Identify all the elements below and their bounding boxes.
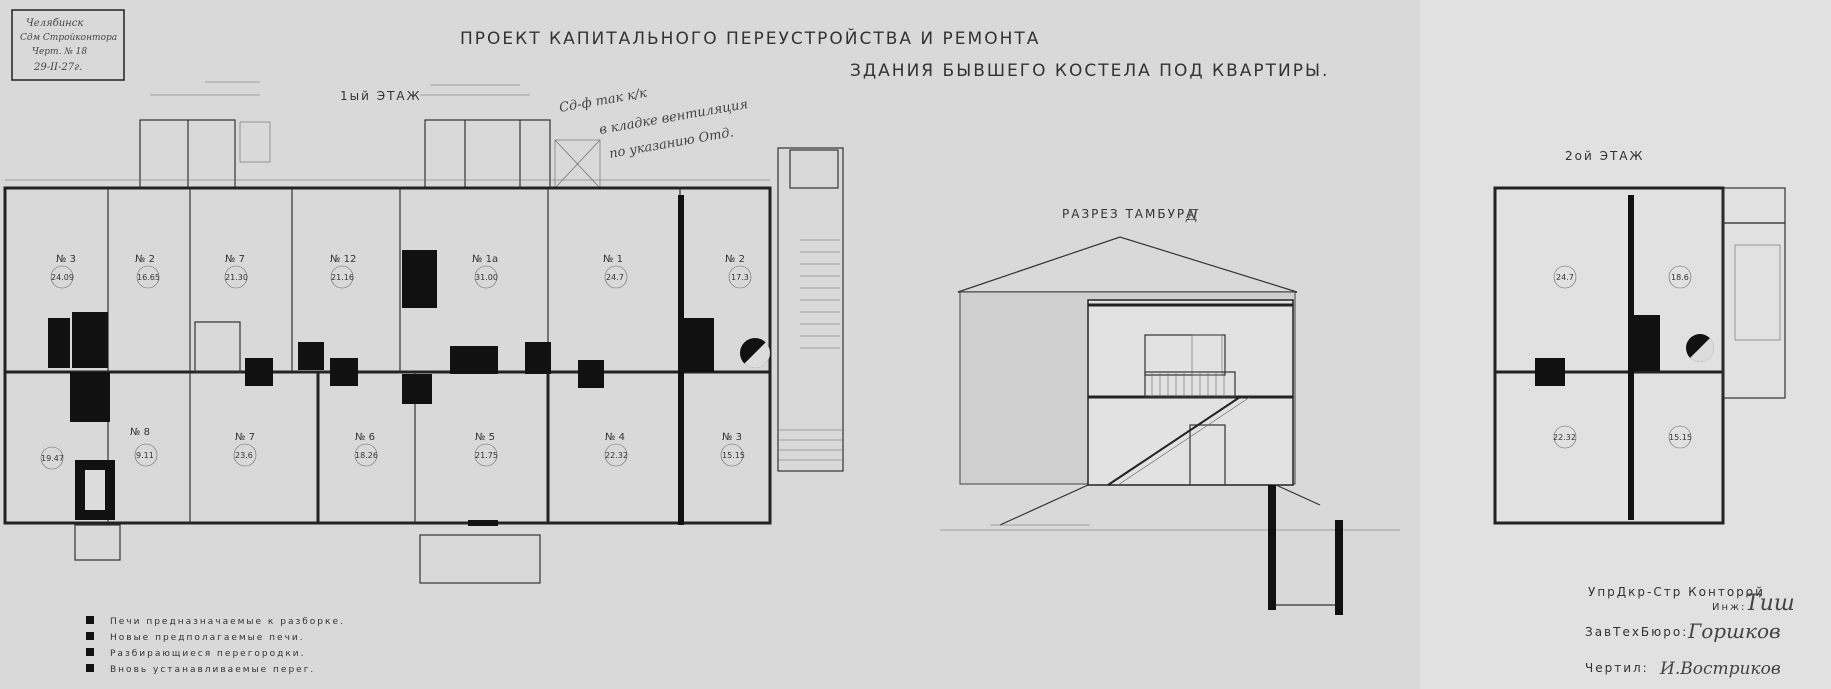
signature-line1b: Инж: [1712, 602, 1746, 613]
legend-item: Печи предназначаемые к разборке. [110, 617, 345, 627]
porch [419, 534, 541, 584]
stove [450, 346, 498, 374]
room-area: 24.09 [51, 273, 74, 282]
stamp-line2: Сдм Стройконтора [20, 33, 117, 43]
legend-swatch [86, 632, 94, 640]
stamp-frame [11, 9, 125, 81]
signature-line1: УпрДкр-Стр Конторой [1588, 585, 1765, 599]
room-area: 19.47 [41, 454, 64, 463]
section-drawing: РАЗРЕЗ ТАМБУРА Д [940, 206, 1400, 615]
legend-item: Вновь устанавливаемые перег. [110, 665, 315, 675]
floor1-label: 1ый ЭТАЖ [340, 89, 422, 103]
room-area: 24.7 [606, 273, 624, 282]
stove [402, 250, 437, 308]
stove [48, 318, 70, 368]
floor2-area: 24.7 [1556, 273, 1574, 282]
room-no: № 4 [605, 432, 625, 443]
stove [245, 358, 273, 386]
room-area: 18.26 [355, 451, 378, 460]
stove [412, 374, 432, 404]
room-area: 17.3 [731, 273, 749, 282]
floor2-area: 22.32 [1553, 433, 1576, 442]
room-area: 9.11 [136, 451, 154, 460]
room-no: № 3 [722, 432, 742, 443]
room-no: № 2 [725, 254, 745, 265]
room-no: № 5 [475, 432, 495, 443]
title-line2: ЗДАНИЯ БЫВШЕГО КОСТЕЛА ПОД КВАРТИРЫ. [850, 61, 1329, 81]
room-no: № 1 [603, 254, 623, 265]
stamp-line4: 29-II-27г. [33, 62, 82, 73]
room-no: № 2 [135, 254, 155, 265]
signature-block: УпрДкр-Стр Конторой Инж: Тиш ЗавТехБюро:… [1585, 585, 1795, 679]
stove [70, 372, 110, 422]
stove [330, 358, 358, 386]
room-area: 21.75 [475, 451, 498, 460]
floor2-plan: 2ой ЭТАЖ 24.7 18.6 22.32 15.15 [1493, 149, 1786, 525]
room-no: № 7 [225, 254, 245, 265]
signature-1: Тиш [1745, 591, 1795, 616]
room-area: 16.65 [137, 273, 160, 282]
room-area: 22.32 [605, 451, 628, 460]
section-label: РАЗРЕЗ ТАМБУРА [1062, 207, 1196, 221]
floor2-area: 18.6 [1671, 273, 1689, 282]
legend-swatch [86, 616, 94, 624]
signature-3: И.Востриков [1659, 659, 1781, 679]
signature-line2: ЗавТехБюро: [1585, 625, 1688, 639]
floor2-area: 15.15 [1669, 433, 1692, 442]
room-area: 15.15 [722, 451, 745, 460]
floor2-label: 2ой ЭТАЖ [1565, 149, 1644, 163]
room-area: 23.6 [235, 451, 253, 460]
room-area: 21.30 [225, 273, 248, 282]
legend-swatch [86, 664, 94, 672]
staircase [777, 147, 844, 472]
stove [72, 312, 108, 368]
stove [298, 342, 324, 370]
room-no: № 1a [472, 254, 498, 265]
signature-2: Горшков [1687, 619, 1781, 643]
paper-fade [1420, 0, 1831, 689]
title-line1: ПРОЕКТ КАПИТАЛЬНОГО ПЕРЕУСТРОЙСТВА И РЕМ… [460, 27, 1040, 49]
stamp-line1: Челябинск [26, 18, 83, 29]
legend-swatch [86, 648, 94, 656]
section-letter: Д [1185, 206, 1199, 224]
stove [402, 374, 414, 404]
signature-line3: Чертил: [1585, 661, 1649, 675]
room-area: 21.16 [331, 273, 354, 282]
stamp: Челябинск Сдм Стройконтора Черт. № 18 29… [11, 9, 125, 81]
room-no: № 6 [355, 432, 375, 443]
floor1-outer-wall [3, 186, 772, 525]
stove [525, 342, 551, 374]
stove [680, 318, 714, 372]
room-no: № 12 [330, 254, 356, 265]
stove [578, 360, 604, 388]
room-no: № 8 [130, 427, 150, 438]
room-no: № 3 [56, 254, 76, 265]
legend-item: Разбирающиеся перегородки. [110, 649, 306, 659]
stamp-line3: Черт. № 18 [32, 47, 87, 57]
legend: Печи предназначаемые к разборке. Новые п… [86, 616, 345, 675]
legend-item: Новые предполагаемые печи. [110, 633, 305, 643]
room-no: № 7 [235, 432, 255, 443]
room-area: 31.00 [475, 273, 498, 282]
